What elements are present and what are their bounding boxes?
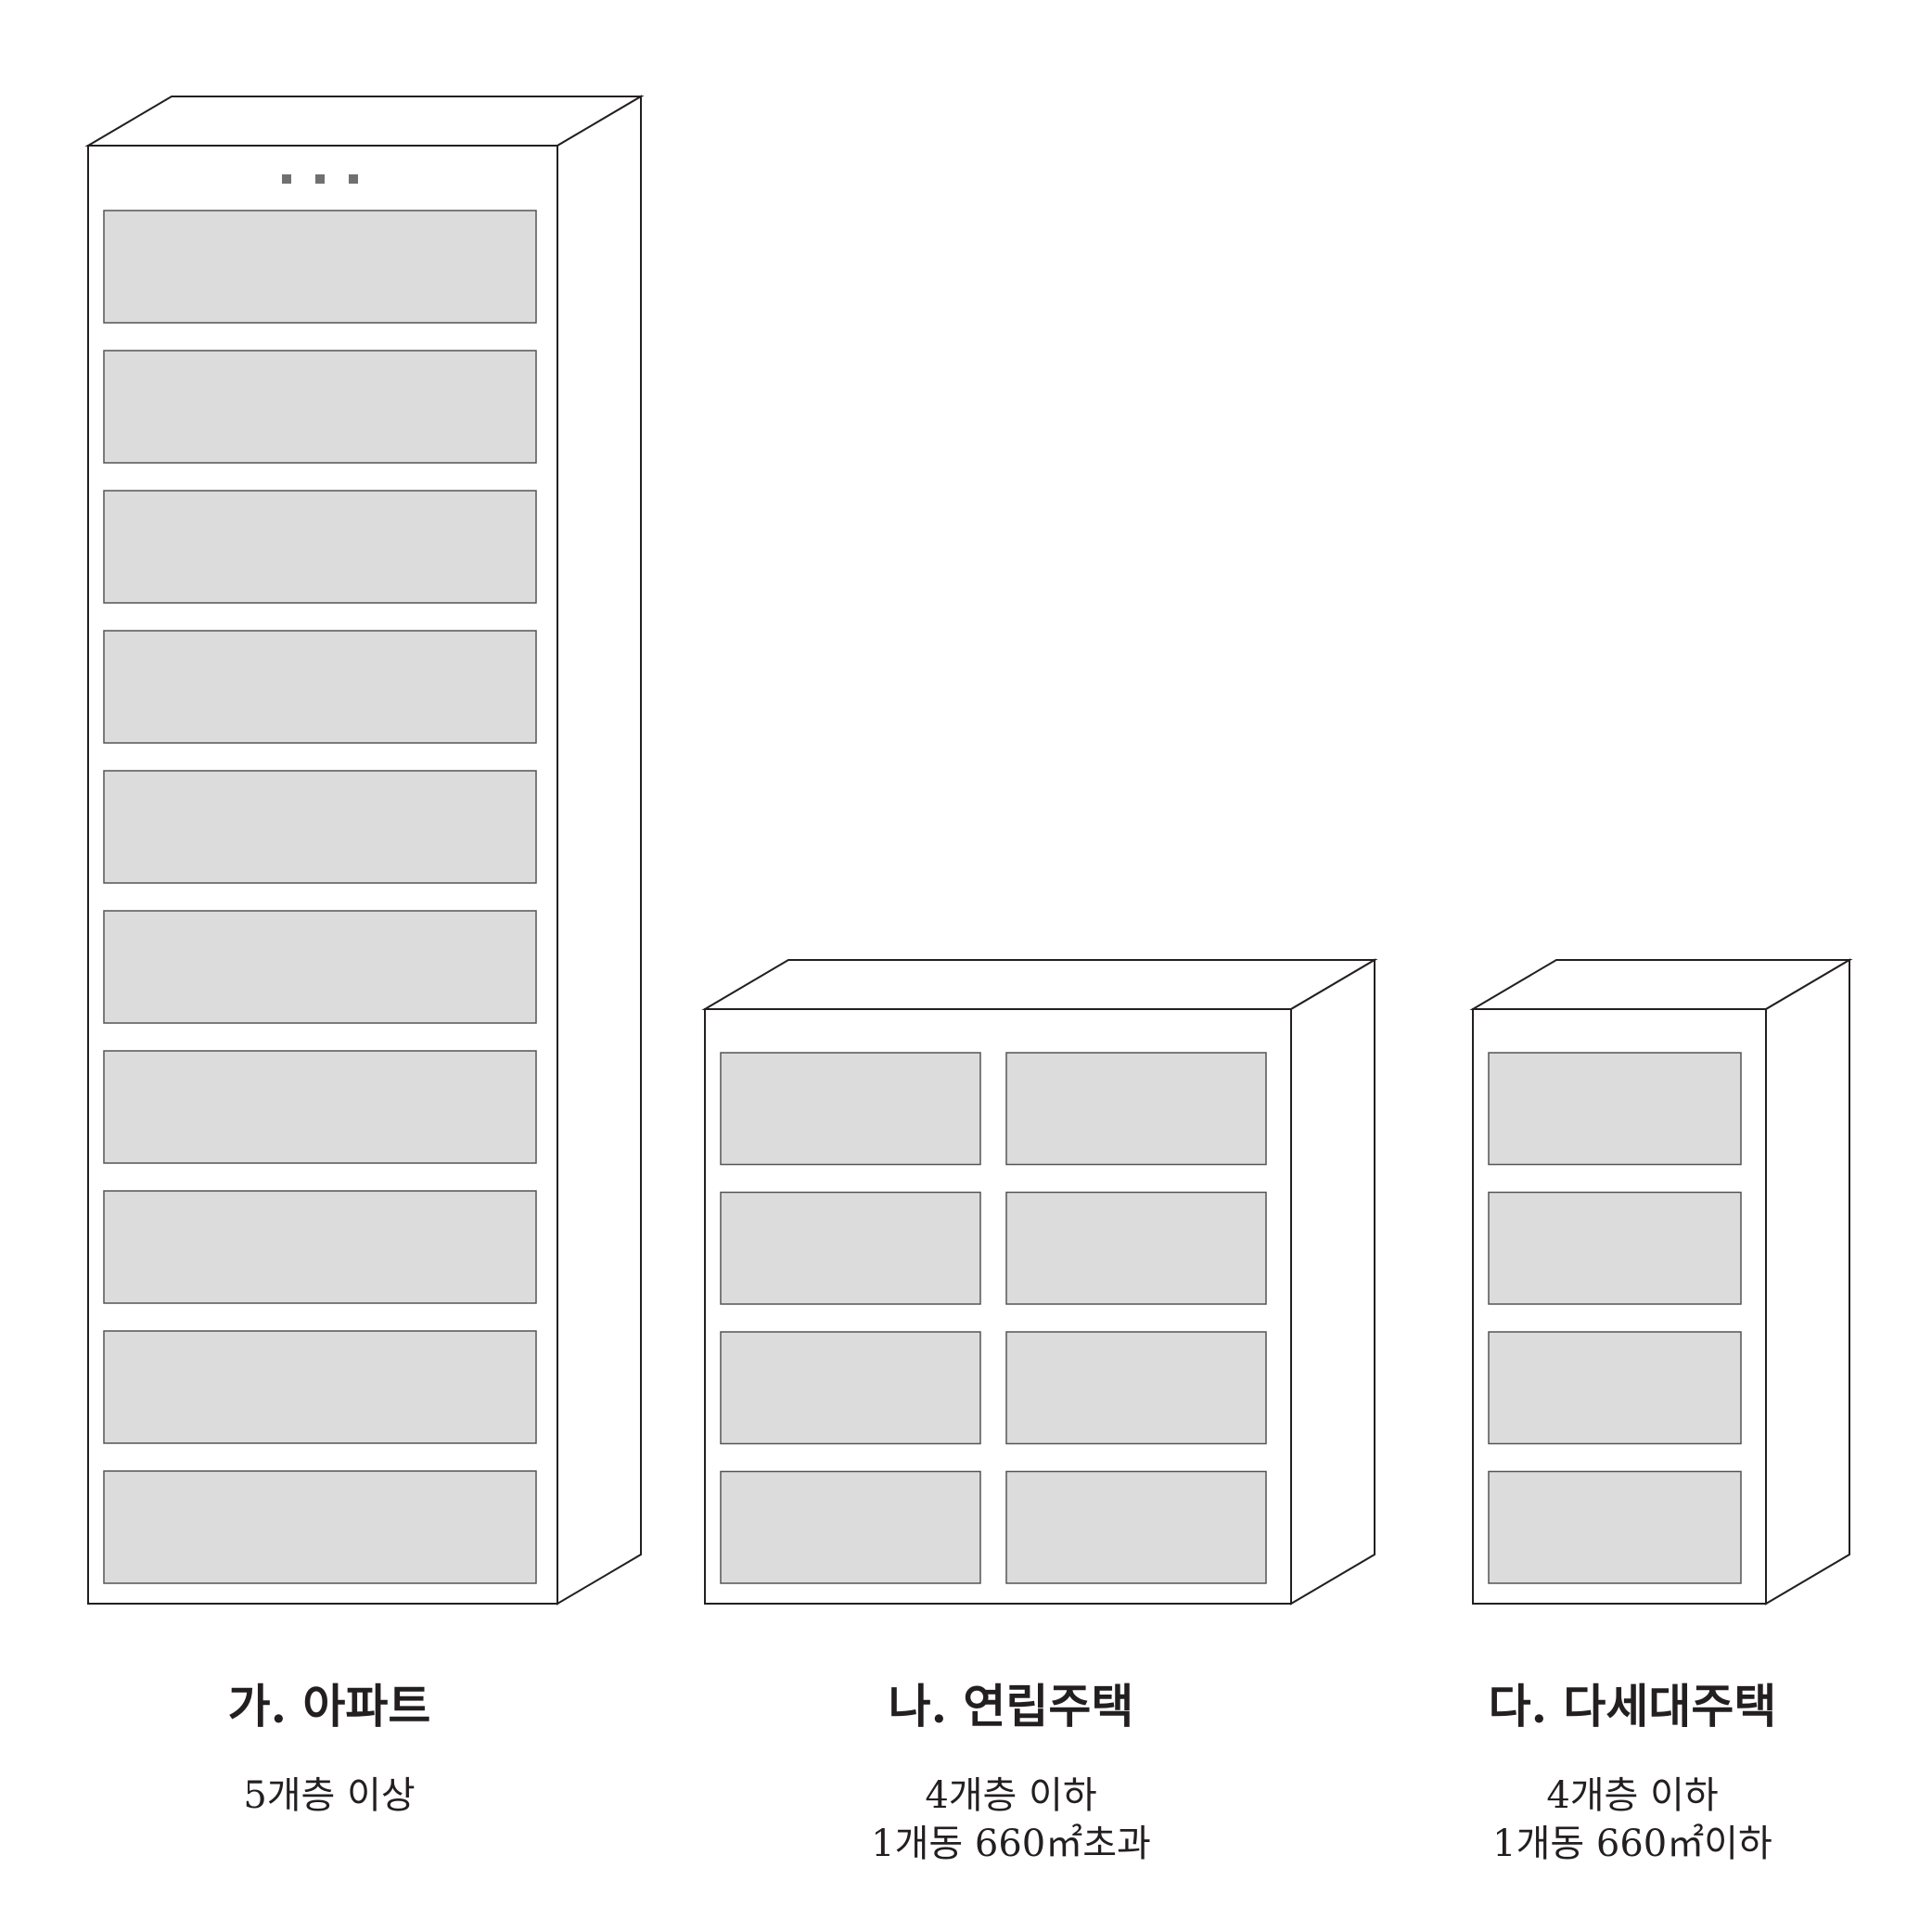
floor-window	[1005, 1191, 1267, 1305]
floor-window	[103, 770, 537, 884]
caption-row-house: 나. 연립주택 4개층 이하 1개동 660㎡초과	[779, 1670, 1243, 1868]
building-apartment	[84, 95, 645, 1606]
floor-window	[103, 1190, 537, 1304]
floor-window	[1488, 1052, 1742, 1166]
floor-window	[1488, 1191, 1742, 1305]
title-multi-unit-house: 다. 다세대주택	[1488, 1679, 1777, 1734]
floor-window	[103, 1050, 537, 1164]
roof-face	[701, 959, 1378, 1010]
floor-window	[720, 1052, 981, 1166]
floor-window	[103, 910, 537, 1024]
title-row-house: 나. 연립주택	[888, 1679, 1134, 1734]
floor-window	[1488, 1470, 1742, 1584]
floor-window	[103, 210, 537, 324]
desc-row-house: 4개층 이하 1개동 660㎡초과	[779, 1772, 1243, 1868]
floor-window	[1005, 1052, 1267, 1166]
ellipsis-dot	[315, 174, 325, 184]
floor-window	[103, 350, 537, 464]
caption-multi-unit-house: 다. 다세대주택 4개층 이하 1개동 660㎡이하	[1428, 1670, 1836, 1868]
side-face	[1290, 958, 1375, 1606]
floor-window	[103, 1470, 537, 1584]
floor-window	[720, 1470, 981, 1584]
floor-window	[1005, 1331, 1267, 1445]
desc-apartment: 5개층 이상	[83, 1772, 575, 1820]
desc-multi-unit-house-line-1: 4개층 이하	[1546, 1774, 1719, 1817]
side-face	[557, 95, 642, 1606]
ellipsis-dot	[282, 174, 291, 184]
floor-window	[1488, 1331, 1742, 1445]
building-row-house	[701, 958, 1378, 1606]
building-multi-unit-house	[1469, 958, 1853, 1606]
floor-window	[1005, 1470, 1267, 1584]
desc-apartment-line-1: 5개층 이상	[243, 1774, 416, 1817]
desc-row-house-line-2: 1개동 660㎡초과	[871, 1823, 1151, 1865]
floor-window	[720, 1191, 981, 1305]
roof-face	[84, 96, 645, 147]
desc-multi-unit-house: 4개층 이하 1개동 660㎡이하	[1428, 1772, 1836, 1868]
floor-window	[720, 1331, 981, 1445]
side-face	[1765, 958, 1850, 1606]
desc-row-house-line-1: 4개층 이하	[925, 1774, 1097, 1817]
desc-multi-unit-house-line-2: 1개동 660㎡이하	[1492, 1823, 1772, 1865]
floor-window	[103, 1330, 537, 1444]
floor-window	[103, 490, 537, 604]
title-apartment: 가. 아파트	[227, 1679, 431, 1734]
ellipsis-dot	[349, 174, 358, 184]
caption-apartment: 가. 아파트 5개층 이상	[83, 1670, 575, 1820]
floor-window	[103, 630, 537, 744]
